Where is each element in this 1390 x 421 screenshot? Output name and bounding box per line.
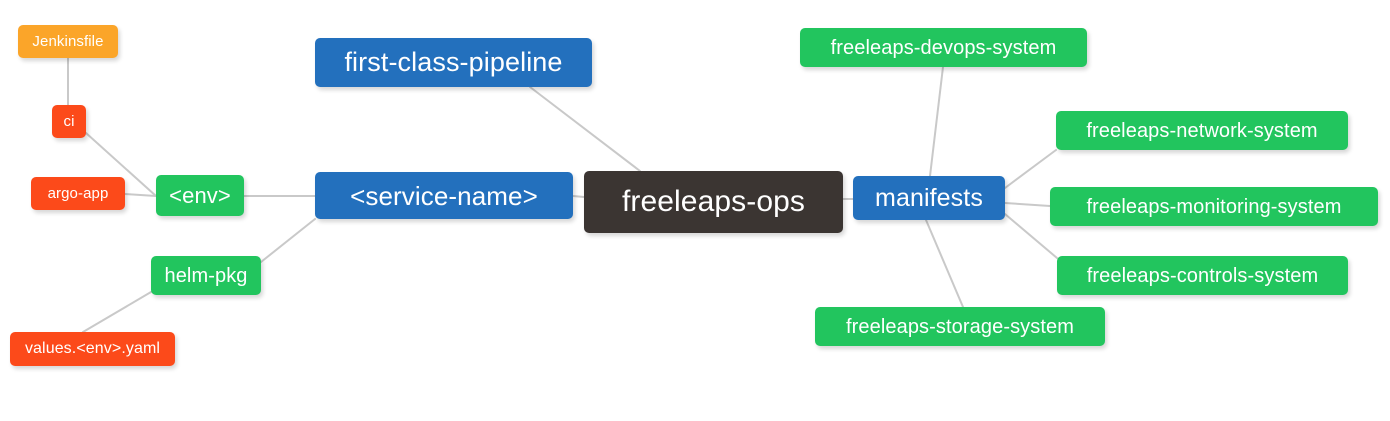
edge-argo-app-to-env	[124, 193, 157, 197]
mindmap-node-jenkinsfile[interactable]: Jenkinsfile	[18, 25, 118, 58]
mindmap-node-label: <service-name>	[350, 180, 538, 211]
mindmap-node-label: first-class-pipeline	[344, 47, 563, 77]
edge-helm-pkg-to-values-env-yaml	[82, 291, 152, 333]
mindmap-node-label: <env>	[169, 182, 231, 208]
mindmap-node-freeleaps-storage-system[interactable]: freeleaps-storage-system	[815, 307, 1105, 346]
mindmap-node-freeleaps-devops-system[interactable]: freeleaps-devops-system	[800, 28, 1087, 67]
edge-manifests-to-freeleaps-network-system	[1004, 149, 1057, 189]
mindmap-node-label: ci	[63, 113, 75, 130]
mindmap-node-values-env-yaml[interactable]: values.<env>.yaml	[10, 332, 175, 366]
mindmap-node-manifests[interactable]: manifests	[853, 176, 1005, 220]
mindmap-node-label: manifests	[875, 183, 983, 212]
edge-manifests-to-freeleaps-monitoring-system	[1004, 202, 1051, 207]
mindmap-node-label: freeleaps-storage-system	[845, 315, 1075, 338]
mindmap-node-label: values.<env>.yaml	[24, 340, 161, 357]
mindmap-node-label: Jenkinsfile	[32, 33, 104, 50]
mindmap-node-label: freeleaps-devops-system	[830, 36, 1057, 59]
mindmap-node-service-name[interactable]: <service-name>	[315, 172, 573, 219]
mindmap-node-label: freeleaps-monitoring-system	[1086, 195, 1342, 218]
edge-service-name-to-freeleaps-ops	[572, 195, 585, 198]
mindmap-node-label: freeleaps-network-system	[1086, 119, 1318, 142]
mindmap-node-freeleaps-monitoring-system[interactable]: freeleaps-monitoring-system	[1050, 187, 1378, 226]
edge-service-name-to-helm-pkg	[260, 218, 316, 263]
edge-manifests-to-freeleaps-storage-system	[925, 219, 964, 308]
mindmap-node-helm-pkg[interactable]: helm-pkg	[151, 256, 261, 295]
mindmap-node-freeleaps-controls-system[interactable]: freeleaps-controls-system	[1057, 256, 1348, 295]
mindmap-node-first-class-pipeline[interactable]: first-class-pipeline	[315, 38, 592, 87]
mindmap-node-label: argo-app	[47, 185, 109, 202]
mindmap-node-argo-app[interactable]: argo-app	[31, 177, 125, 210]
mindmap-node-env[interactable]: <env>	[156, 175, 244, 216]
edge-first-class-pipeline-to-freeleaps-ops	[529, 86, 641, 172]
mindmap-node-label: freeleaps-ops	[621, 185, 806, 218]
mindmap-node-freeleaps-ops[interactable]: freeleaps-ops	[584, 171, 843, 233]
mindmap-node-label: helm-pkg	[164, 264, 248, 287]
edge-manifests-to-freeleaps-devops-system	[929, 66, 944, 177]
mindmap-node-label: freeleaps-controls-system	[1086, 264, 1319, 287]
mindmap-node-freeleaps-network-system[interactable]: freeleaps-network-system	[1056, 111, 1348, 150]
mindmap-node-ci[interactable]: ci	[52, 105, 86, 138]
